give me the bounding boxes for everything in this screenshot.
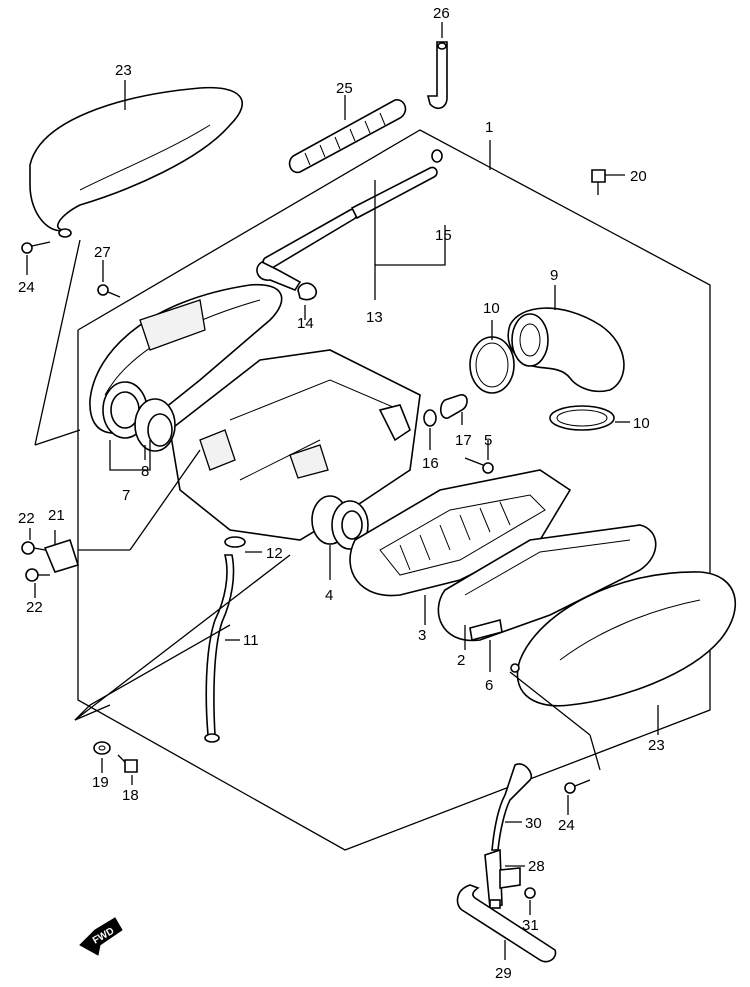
label-part-21: 21 — [48, 507, 65, 524]
bolt-18 — [117, 754, 138, 773]
label-part-1: 1 — [485, 119, 493, 136]
label-part-4: 4 — [325, 587, 333, 604]
screw-5 — [464, 457, 494, 474]
label-part-16: 16 — [422, 455, 439, 472]
label-part-29: 29 — [495, 965, 512, 982]
tube-29 — [456, 884, 557, 963]
clamp-10-upper — [469, 336, 515, 394]
label-part-7: 7 — [122, 487, 130, 504]
label-part-23-bottom: 23 — [648, 737, 665, 754]
fwd-arrow-icon: FWD — [79, 917, 123, 956]
bolt-20 — [591, 169, 606, 195]
label-part-8: 8 — [141, 463, 149, 480]
label-part-25: 25 — [336, 80, 353, 97]
clip-14 — [297, 282, 318, 301]
element-2 — [437, 524, 657, 642]
screw-31 — [524, 887, 536, 899]
label-part-10-upper: 10 — [483, 300, 500, 317]
fwd-arrow-label: FWD — [91, 926, 116, 947]
hose-25 — [288, 99, 407, 174]
label-part-24-bottom: 24 — [558, 817, 575, 834]
label-part-15: 15 — [435, 227, 452, 244]
label-part-5: 5 — [484, 432, 492, 449]
label-part-13: 13 — [366, 309, 383, 326]
ring-16 — [423, 409, 437, 427]
element-3 — [349, 469, 572, 597]
label-part-3: 3 — [418, 627, 426, 644]
label-part-2: 2 — [457, 652, 465, 669]
washer-19 — [93, 741, 111, 755]
label-part-22-lower: 22 — [26, 599, 43, 616]
breather-tube-13-15 — [256, 149, 443, 291]
screw-24-top — [21, 241, 51, 254]
label-part-30: 30 — [525, 815, 542, 832]
label-part-22-upper: 22 — [18, 510, 35, 527]
label-part-10-lower: 10 — [633, 415, 650, 432]
label-part-19: 19 — [92, 774, 109, 791]
label-part-11: 11 — [243, 632, 259, 649]
label-part-9: 9 — [550, 267, 558, 284]
cap-17 — [439, 394, 468, 419]
label-part-12: 12 — [266, 545, 283, 562]
label-part-31: 31 — [522, 917, 539, 934]
bolt-22-lower — [25, 568, 50, 582]
bracket-26 — [426, 41, 448, 110]
clamp-12 — [224, 536, 246, 548]
bolt-22-upper — [21, 541, 46, 555]
intake-rings-7-8 — [102, 381, 176, 452]
drain-tube-11 — [204, 554, 235, 743]
leader-lines — [26, 22, 659, 960]
cover-23-bottom — [510, 571, 736, 707]
air-cleaner-housing — [169, 349, 421, 541]
drain-plug-28 — [484, 848, 521, 910]
assembly-frame — [77, 129, 711, 851]
label-part-23-top: 23 — [115, 62, 132, 79]
intake-duct-9 — [507, 307, 625, 393]
clamp-10-lower — [549, 405, 615, 431]
hose-30 — [491, 763, 533, 851]
label-part-17: 17 — [455, 432, 472, 449]
label-part-28: 28 — [528, 858, 545, 875]
label-part-20: 20 — [630, 168, 647, 185]
plate-21 — [43, 538, 80, 573]
cover-23-top — [29, 86, 243, 238]
label-part-6: 6 — [485, 677, 493, 694]
screw-24-bottom — [564, 779, 591, 794]
part-number-labels: 1 2 3 4 5 6 7 8 9 10 10 11 12 13 14 15 1… — [18, 5, 665, 982]
screw-27 — [97, 284, 121, 298]
label-part-26: 26 — [433, 5, 450, 22]
label-part-24-top: 24 — [18, 279, 35, 296]
label-part-27: 27 — [94, 244, 111, 261]
clip-6 — [469, 619, 503, 641]
label-part-18: 18 — [122, 787, 139, 804]
label-part-14: 14 — [297, 315, 314, 332]
